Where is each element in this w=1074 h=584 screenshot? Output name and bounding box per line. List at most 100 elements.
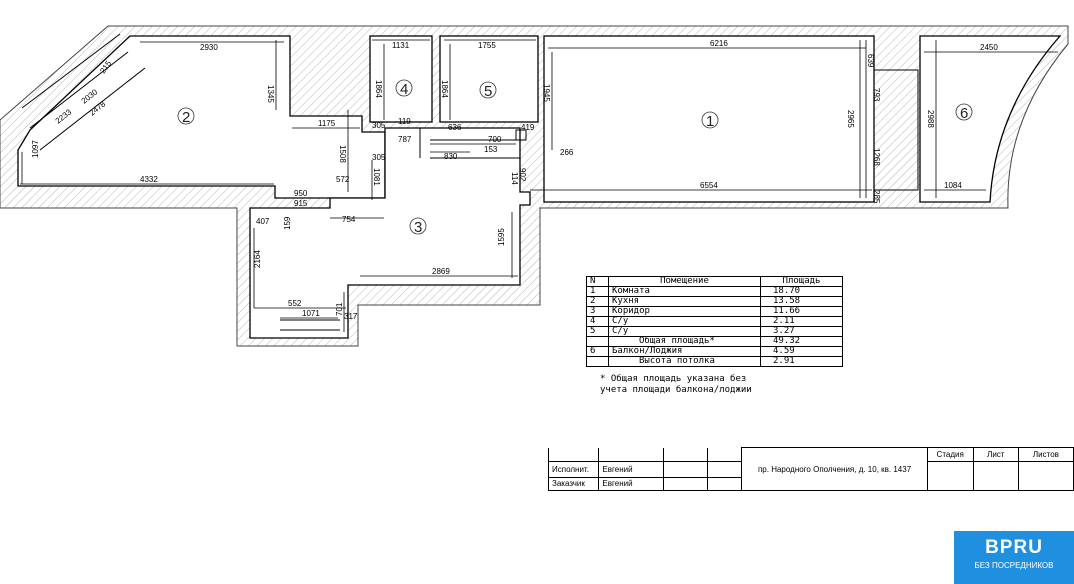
table-cell: С/у: [608, 326, 761, 337]
bpru-logo-badge[interactable]: BPRU БЕЗ ПОСРЕДНИКОВ: [954, 531, 1074, 584]
table-cell: Комната: [608, 286, 761, 297]
table-cell: Коридор: [608, 306, 761, 317]
header-cell: Площадь: [760, 276, 843, 287]
dim-label: 153: [484, 145, 498, 154]
customer-name: Евгений: [598, 476, 665, 492]
dim-label: 2988: [926, 110, 935, 128]
sheet-header: Лист: [972, 446, 1019, 463]
table-cell: 4.59: [760, 346, 843, 357]
stamp-cell: [706, 461, 743, 478]
room-number-4: 4: [400, 81, 408, 98]
room-number-1: 1: [706, 113, 714, 130]
table-cell: Балкон/Лоджия: [608, 346, 761, 357]
table-row: Общая площадь* 49.32: [586, 336, 843, 347]
dim-label: 285: [872, 190, 881, 204]
dim-label: 754: [342, 215, 356, 224]
dim-label: 1268: [872, 148, 881, 166]
footnote-line: учета площади балкона/лоджии: [600, 385, 752, 395]
room-number-3: 3: [414, 219, 422, 236]
table-cell: [586, 336, 609, 347]
title-block: пр. Народного Ополчения, д. 10, кв. 1437…: [547, 446, 1074, 492]
dim-label: 1131: [392, 41, 410, 50]
table-cell: С/у: [608, 316, 761, 327]
dim-label: 159: [283, 216, 292, 230]
room-number-6: 6: [960, 105, 968, 122]
table-cell: [586, 356, 609, 367]
executor-label: Исполнит.: [547, 461, 600, 478]
stamp-cell: [706, 476, 743, 492]
dim-label: 6216: [710, 39, 728, 48]
dim-label: 1071: [302, 309, 320, 318]
dim-label: 1755: [478, 41, 496, 50]
dim-label: 419: [521, 123, 535, 132]
dim-label: 639: [866, 54, 875, 68]
dim-label: 830: [444, 152, 458, 161]
footnote-line: * Общая площадь указана без: [600, 374, 747, 384]
dim-label: 902: [518, 168, 527, 182]
dim-label: 700: [488, 135, 502, 144]
dim-label: 2869: [432, 267, 450, 276]
brand-tagline: БЕЗ ПОСРЕДНИКОВ: [974, 561, 1054, 570]
dim-label: 1508: [338, 145, 347, 163]
header-cell: N: [586, 276, 609, 287]
room-number-2: 2: [182, 109, 190, 126]
dim-label: 1097: [31, 140, 40, 158]
table-cell: 13.58: [760, 296, 843, 307]
dim-label: 1945: [542, 84, 551, 102]
dim-label: 407: [256, 217, 270, 226]
dim-label: 1175: [318, 119, 336, 128]
table-row: 5 С/у 3.27: [586, 326, 843, 337]
table-cell: 2.11: [760, 316, 843, 327]
room-4-outline: [369, 35, 433, 123]
dim-label: 2450: [980, 43, 998, 52]
stamp-cell: [1017, 461, 1074, 491]
customer-label: Заказчик: [547, 476, 600, 492]
table-cell: 11.66: [760, 306, 843, 317]
dim-label: 636: [448, 123, 462, 132]
table-cell: 18.70: [760, 286, 843, 297]
dim-label: 317: [344, 312, 358, 321]
table-cell: 3.27: [760, 326, 843, 337]
stamp-cell: [706, 447, 743, 463]
dim-label: 114: [510, 172, 519, 185]
room-number-5: 5: [484, 83, 492, 100]
sheets-header: Листов: [1017, 446, 1074, 463]
table-cell: 2: [586, 296, 609, 307]
stamp-cell: [598, 447, 665, 463]
table-cell: 5: [586, 326, 609, 337]
dim-label: 2965: [846, 110, 855, 128]
dim-label: 950: [294, 189, 308, 198]
table-cell: Кухня: [608, 296, 761, 307]
stamp-cell: [663, 476, 708, 492]
stamp-cell: [972, 461, 1019, 491]
stamp-cell: [547, 447, 600, 463]
room-labels: 1 2 3 4 5 6: [177, 79, 973, 236]
dim-label: 266: [560, 148, 574, 157]
room-6-outline: [919, 35, 1062, 203]
dim-label: 6554: [700, 181, 718, 190]
table-row: Высота потолка 2.91: [586, 356, 843, 367]
table-cell: 1: [586, 286, 609, 297]
address-cell: пр. Народного Ополчения, д. 10, кв. 1437: [741, 447, 928, 491]
room-5-outline: [439, 35, 539, 123]
room-1-outline: [543, 35, 875, 203]
dim-label: 552: [288, 299, 302, 308]
dim-label: 1345: [266, 85, 275, 103]
dim-label: 1084: [944, 181, 962, 190]
table-cell: Высота потолка: [608, 356, 761, 367]
table-row: 4 С/у 2.11: [586, 316, 843, 327]
table-cell: 6: [586, 346, 609, 357]
table-header-row: N Помещение Площадь: [586, 276, 843, 287]
dim-label: 4332: [140, 175, 158, 184]
dim-label: 119: [398, 117, 411, 126]
dim-label: 915: [294, 199, 308, 208]
table-cell: 3: [586, 306, 609, 317]
table-row: 1 Комната 18.70: [586, 286, 843, 297]
header-cell: Помещение: [608, 276, 761, 287]
table-cell: 49.32: [760, 336, 843, 347]
table-cell: 4: [586, 316, 609, 327]
area-footnote: * Общая площадь указана без учета площад…: [600, 374, 752, 396]
dim-label: 2164: [253, 250, 262, 268]
dim-label: 787: [398, 135, 412, 144]
